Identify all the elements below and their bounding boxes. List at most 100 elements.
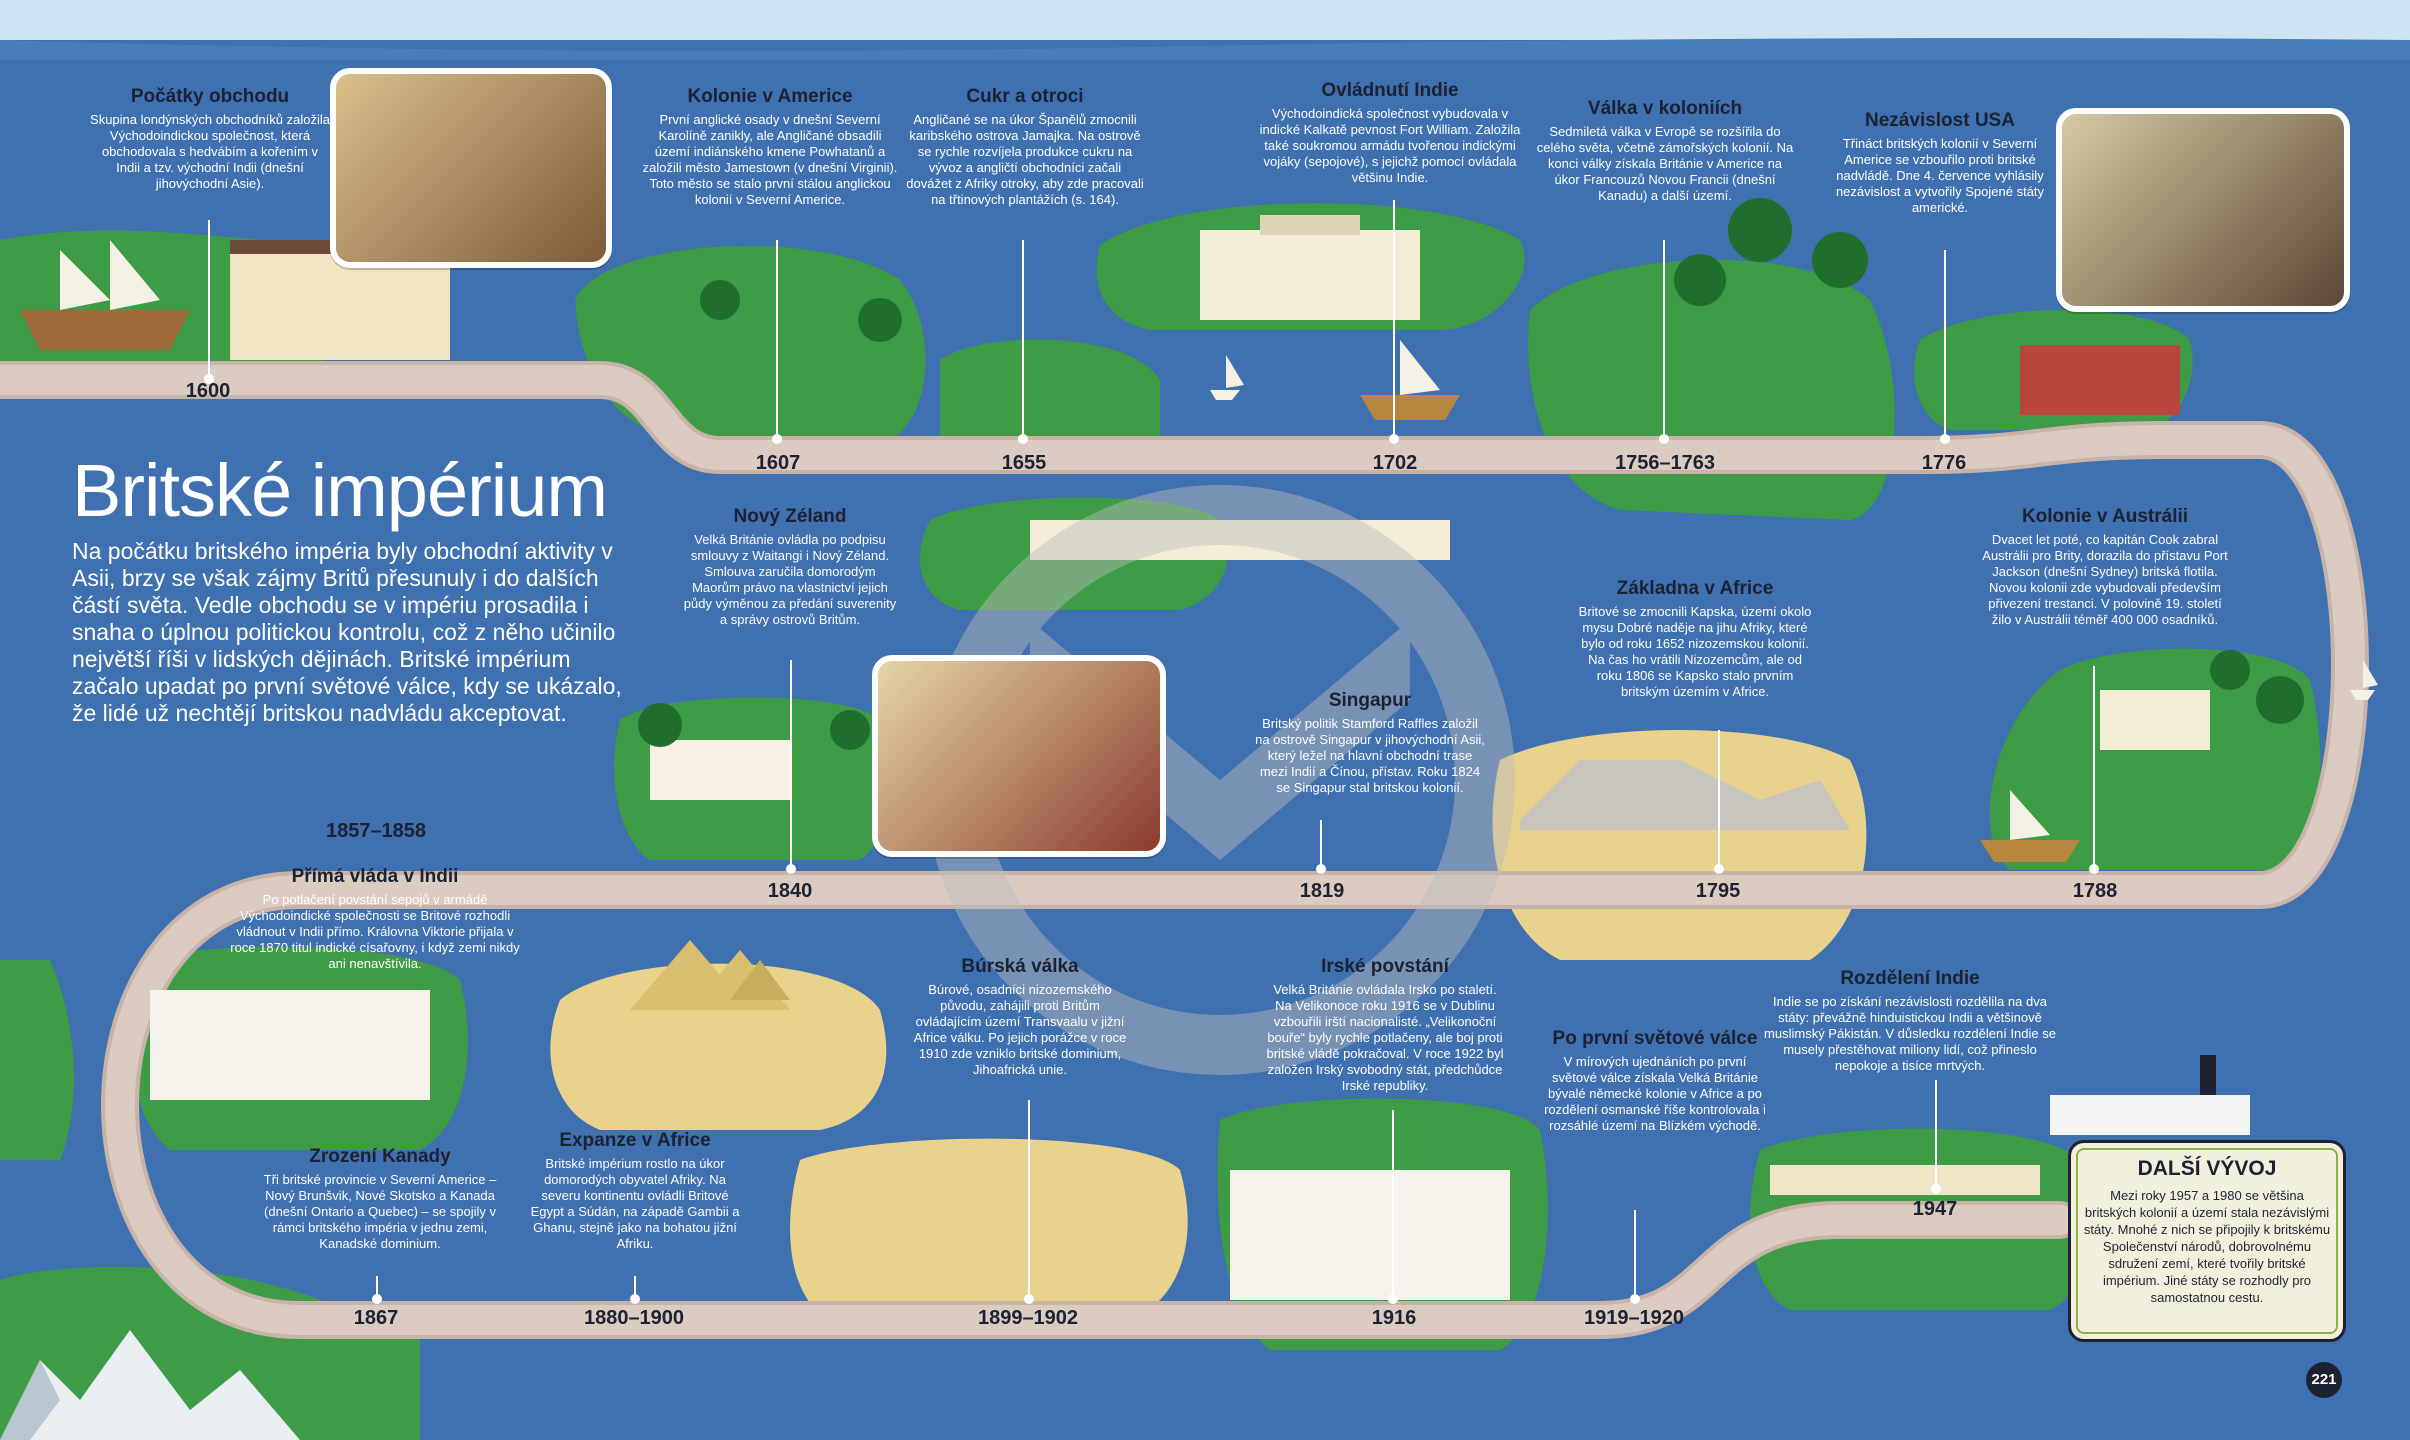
event-text: Velká Británie ovládala Irsko po staletí…	[1266, 982, 1504, 1093]
event-text: Velká Británie ovládla po podpisu smlouv…	[683, 532, 897, 627]
event-text: Britové se zmocnili Kapska, území okolo …	[1578, 604, 1812, 699]
event-title: Nezávislost USA	[1865, 110, 2015, 131]
intro-text: Na počátku britského impéria byly obchod…	[72, 538, 622, 726]
timeline-pin	[204, 220, 214, 384]
event-burska-valka: Búrská válka Búrové, osadníci nizozemské…	[910, 956, 1130, 1078]
timeline-pin	[772, 240, 782, 444]
event-title: Počátky obchodu	[130, 86, 290, 107]
timeline-pin	[1018, 240, 1028, 444]
year-1607: 1607	[755, 452, 801, 474]
event-text: Indie se po získání nezávislosti rozděli…	[1764, 994, 2056, 1073]
timeline-pin	[1714, 730, 1724, 874]
event-text: Po potlačení povstání sepojů v armádě Vý…	[230, 892, 520, 971]
year-1919-1920: 1919–1920	[1583, 1307, 1685, 1329]
event-ovladnuti-indie: Ovládnutí Indie Východoindická společnos…	[1255, 80, 1525, 186]
event-singapur: Singapur Britský politik Stamford Raffle…	[1255, 690, 1485, 796]
pyramids	[630, 940, 790, 1010]
year-1776: 1776	[1921, 452, 1967, 474]
event-irske-povstani: Irské povstání Velká Británie ovládala I…	[1265, 956, 1505, 1094]
event-rozdeleni-indie: Rozdělení Indie Indie se po získání nezá…	[1760, 968, 2060, 1074]
photo-waitangi-treaty	[872, 655, 1166, 857]
event-pocatky-obchodu: Počátky obchodu Skupina londýnských obch…	[90, 86, 330, 192]
mountains	[0, 1330, 300, 1440]
event-text: První anglické osady v dnešní Severní Ka…	[642, 112, 898, 207]
event-title: Základna v Africe	[1616, 578, 1774, 599]
event-title: Po první světové válce	[1552, 1028, 1758, 1049]
timeline-pin	[1389, 200, 1399, 444]
ships	[20, 240, 2378, 862]
year-1840: 1840	[767, 880, 813, 902]
event-text: Britské impérium rostlo na úkor domorodý…	[530, 1156, 740, 1251]
event-title: Expanze v Africe	[559, 1130, 711, 1151]
event-text: Britský politik Stamford Raffles založil…	[1255, 716, 1485, 795]
year-1947: 1947	[1912, 1198, 1958, 1220]
year-1788: 1788	[2072, 880, 2118, 902]
event-expanze-v-africe: Expanze v Africe Britské impérium rostlo…	[530, 1130, 740, 1252]
buildings	[150, 215, 2250, 1300]
event-title: Irské povstání	[1321, 956, 1449, 977]
next-development-text: Mezi roky 1957 a 1980 se většina britský…	[2083, 1188, 2331, 1305]
next-development-title: DALŠÍ VÝVOJ	[2137, 1157, 2277, 1180]
year-1880-1900: 1880–1900	[583, 1307, 685, 1329]
year-1600: 1600	[185, 380, 231, 402]
event-title: Kolonie v Americe	[687, 86, 853, 107]
next-development-box: DALŠÍ VÝVOJ Mezi roky 1957 a 1980 se vět…	[2068, 1140, 2346, 1342]
event-title: Válka v koloniích	[1587, 98, 1743, 119]
event-title: Nový Zéland	[733, 506, 847, 527]
year-1899-1902: 1899–1902	[977, 1307, 1079, 1329]
event-text: Dvacet let poté, co kapitán Cook zabral …	[1982, 532, 2228, 627]
event-zakladna-v-africe: Základna v Africe Britové se zmocnili Ka…	[1575, 578, 1815, 700]
page-title: Britské impérium	[72, 449, 608, 532]
year-1702: 1702	[1372, 452, 1418, 474]
timeline-pin	[1388, 1110, 1398, 1304]
year-1655: 1655	[1001, 452, 1047, 474]
timeline-pin	[1024, 1100, 1034, 1304]
event-kolonie-v-australii: Kolonie v Austrálii Dvacet let poté, co …	[1980, 506, 2230, 628]
event-text: Angličané se na úkor Španělů zmocnili ka…	[906, 112, 1144, 207]
timeline-pin	[1931, 1080, 1941, 1194]
event-valka-v-koloniich: Válka v koloniích Sedmiletá válka v Evro…	[1535, 98, 1795, 204]
page-number: 221	[2306, 1362, 2342, 1398]
timeline-pin	[2089, 666, 2099, 874]
event-text: Třináct britských kolonií v Severní Amer…	[1835, 136, 2045, 215]
event-text: Búrové, osadníci nizozemského původu, za…	[913, 982, 1127, 1077]
year-1819: 1819	[1299, 880, 1345, 902]
event-zrozeni-kanady: Zrození Kanady Tři britské provincie v S…	[255, 1146, 505, 1252]
photo-east-india-company	[330, 68, 612, 268]
event-text: Skupina londýnských obchodníků založila …	[90, 112, 330, 191]
table-mountain	[1520, 760, 1850, 830]
event-text: Východoindická společnost vybudovala v i…	[1259, 106, 1521, 185]
event-title: Kolonie v Austrálii	[2021, 506, 2189, 527]
event-text: V mírových ujednáních po první světové v…	[1544, 1054, 1766, 1133]
year-1867: 1867	[353, 1307, 399, 1329]
event-novy-zeland: Nový Zéland Velká Británie ovládla po po…	[680, 506, 900, 628]
event-title: Přímá vláda v Indii	[291, 866, 459, 887]
event-prima-vlada-v-indii: Přímá vláda v Indii Po potlačení povstán…	[230, 866, 520, 972]
event-kolonie-v-americe: Kolonie v Americe První anglické osady v…	[640, 86, 900, 208]
event-po-prvni-svetove-valce: Po první světové válce V mírových ujedná…	[1540, 1028, 1770, 1134]
event-title: Cukr a otroci	[966, 86, 1084, 107]
timeline-pin	[630, 1276, 640, 1304]
timeline-pin	[786, 660, 796, 874]
trees	[638, 198, 2304, 750]
event-cukr-a-otroci: Cukr a otroci Angličané se na úkor Španě…	[905, 86, 1145, 208]
timeline-pin	[1316, 820, 1326, 874]
year-1756-1763: 1756–1763	[1614, 452, 1716, 474]
timeline-pin	[1659, 240, 1669, 444]
event-nezavislost-usa: Nezávislost USA Třináct britských koloni…	[1830, 110, 2050, 216]
year-1857-1858: 1857–1858	[325, 820, 427, 842]
year-1916: 1916	[1371, 1307, 1417, 1329]
event-title: Rozdělení Indie	[1840, 968, 1980, 989]
timeline-pin	[372, 1276, 382, 1304]
timeline-pin	[1940, 250, 1950, 444]
photo-declaration-independence	[2056, 108, 2350, 312]
event-title: Singapur	[1328, 690, 1412, 711]
year-1795: 1795	[1695, 880, 1741, 902]
event-text: Tři britské provincie v Severní Americe …	[263, 1172, 497, 1251]
event-title: Búrská válka	[961, 956, 1079, 977]
event-text: Sedmiletá válka v Evropě se rozšířila do…	[1536, 124, 1794, 203]
event-title: Ovládnutí Indie	[1321, 80, 1459, 101]
timeline-pin	[1630, 1210, 1640, 1304]
event-title: Zrození Kanady	[309, 1146, 451, 1167]
